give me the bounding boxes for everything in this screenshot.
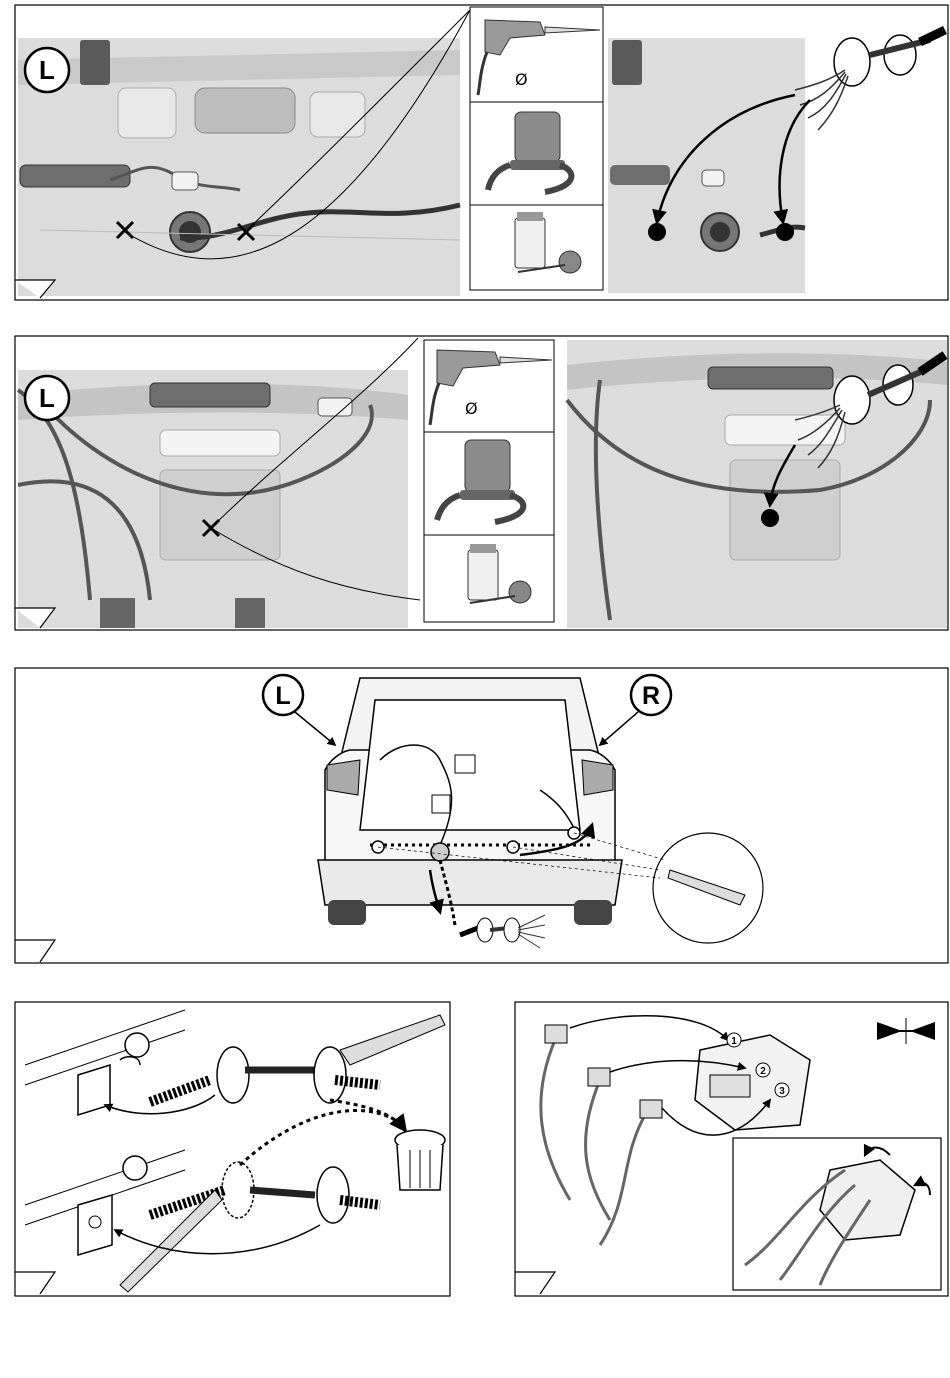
step2-side-label: L — [39, 383, 55, 413]
drill-diameter-note: Ø — [465, 399, 478, 418]
step2-tool-column: Ø — [424, 340, 554, 622]
step2-panel: L Ø — [15, 336, 948, 630]
step2-bumper-photo — [18, 370, 408, 628]
rubber-seal-cap — [395, 1130, 445, 1190]
step3-panel: L R — [15, 668, 948, 963]
svg-text:3: 3 — [779, 1086, 785, 1097]
svg-text:2: 2 — [760, 1066, 766, 1077]
step5-panel: 1 2 3 — [515, 1002, 948, 1296]
step1-side-label: L — [39, 55, 55, 85]
svg-text:1: 1 — [731, 1036, 737, 1047]
step1-bumper-photo — [18, 38, 460, 296]
step1-tool-column: Ø — [470, 7, 603, 290]
step1-panel: L Ø — [15, 5, 948, 300]
step1-cable-routing-photo — [608, 38, 805, 293]
assembled-connector-inset — [733, 1138, 941, 1290]
left-side-label: L — [275, 682, 290, 710]
right-side-label: R — [642, 682, 660, 710]
step4-panel — [15, 1002, 450, 1296]
car-rear-view — [318, 678, 622, 925]
drill-diameter-note: Ø — [515, 70, 528, 89]
